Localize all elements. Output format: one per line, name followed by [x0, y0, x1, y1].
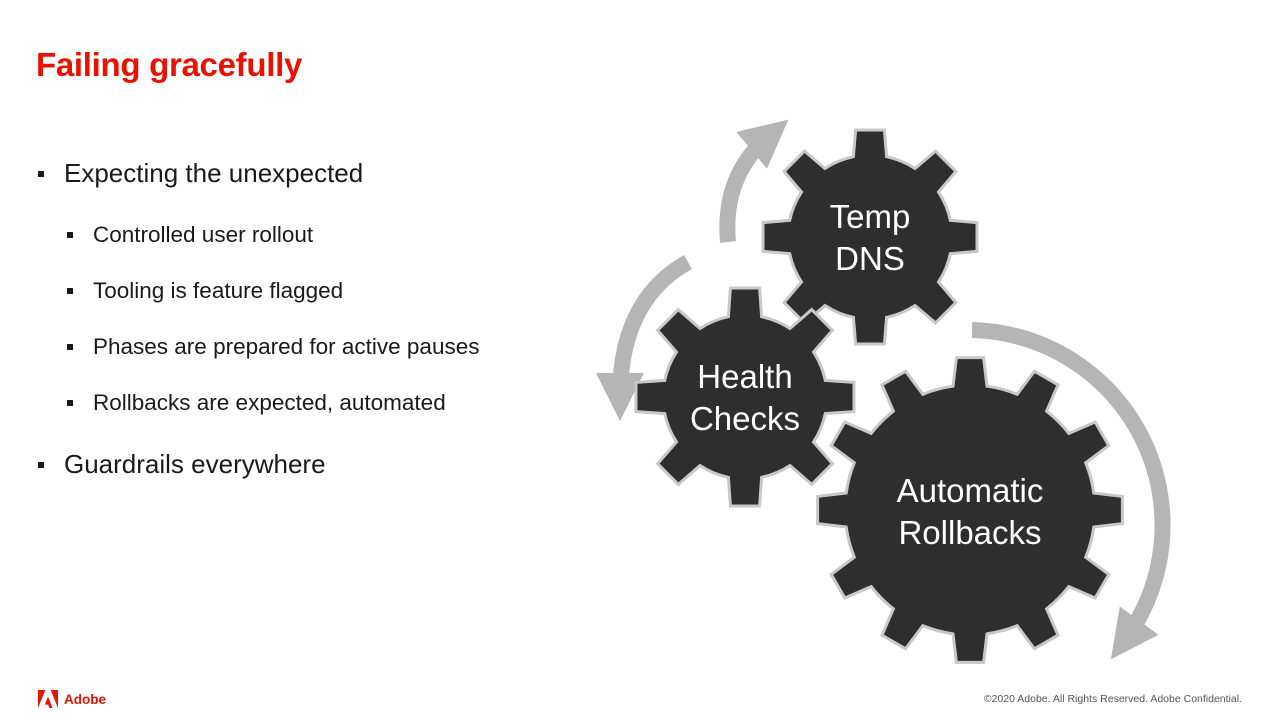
bullet-marker [38, 461, 44, 468]
bullet-text: Expecting the unexpected [64, 158, 364, 188]
sub-bullet-feature-flagged: Tooling is feature flagged [36, 263, 576, 319]
slide-title: Failing gracefully [36, 46, 302, 83]
gear-label-line1: Health [697, 358, 792, 395]
sub-bullet-active-pauses: Phases are prepared for active pauses [36, 319, 576, 375]
gear-label-line2: DNS [835, 240, 905, 277]
gear-label-line1: Temp [830, 198, 911, 235]
arrow-around-automatic-rollbacks [971, 322, 1171, 660]
sub-bullet-marker [67, 344, 73, 350]
arrow-down-to-health-checks [596, 255, 693, 421]
gear-label-line2: Rollbacks [898, 514, 1041, 551]
gear-health-checks: Health Checks [634, 286, 856, 508]
bullet-guardrails: Guardrails everywhere [36, 441, 576, 488]
gear-label-line1: Automatic [897, 472, 1044, 509]
bullet-expecting: Expecting the unexpected [36, 150, 576, 197]
adobe-logo-icon [38, 690, 58, 708]
gear-automatic-rollbacks: Automatic Rollbacks [816, 356, 1124, 664]
gear-temp-dns: Temp DNS [761, 128, 979, 346]
copyright-notice: ©2020 Adobe. All Rights Reserved. Adobe … [983, 693, 1242, 705]
sub-bullet-marker [67, 232, 73, 238]
bullet-list: Expecting the unexpected Controlled user… [36, 150, 576, 488]
arrow-up-to-temp-dns [719, 119, 789, 243]
gear-label-line2: Checks [690, 400, 800, 437]
gear-shape [816, 356, 1124, 664]
bullet-marker [38, 170, 44, 177]
sub-bullet-text: Phases are prepared for active pauses [93, 334, 480, 359]
adobe-logo-text: Adobe [64, 691, 106, 707]
sub-bullet-marker [67, 400, 73, 406]
sub-bullet-text: Tooling is feature flagged [93, 278, 344, 303]
sub-bullet-text: Rollbacks are expected, automated [93, 390, 446, 415]
adobe-logo: Adobe [38, 689, 106, 709]
sub-bullet-text: Controlled user rollout [93, 222, 314, 247]
sub-bullet-controlled-rollout: Controlled user rollout [36, 207, 576, 263]
bullet-text: Guardrails everywhere [64, 449, 326, 479]
gear-shape [634, 286, 856, 508]
sub-bullet-marker [67, 288, 73, 294]
sub-bullet-rollbacks: Rollbacks are expected, automated [36, 375, 576, 431]
gear-shape [761, 128, 979, 346]
